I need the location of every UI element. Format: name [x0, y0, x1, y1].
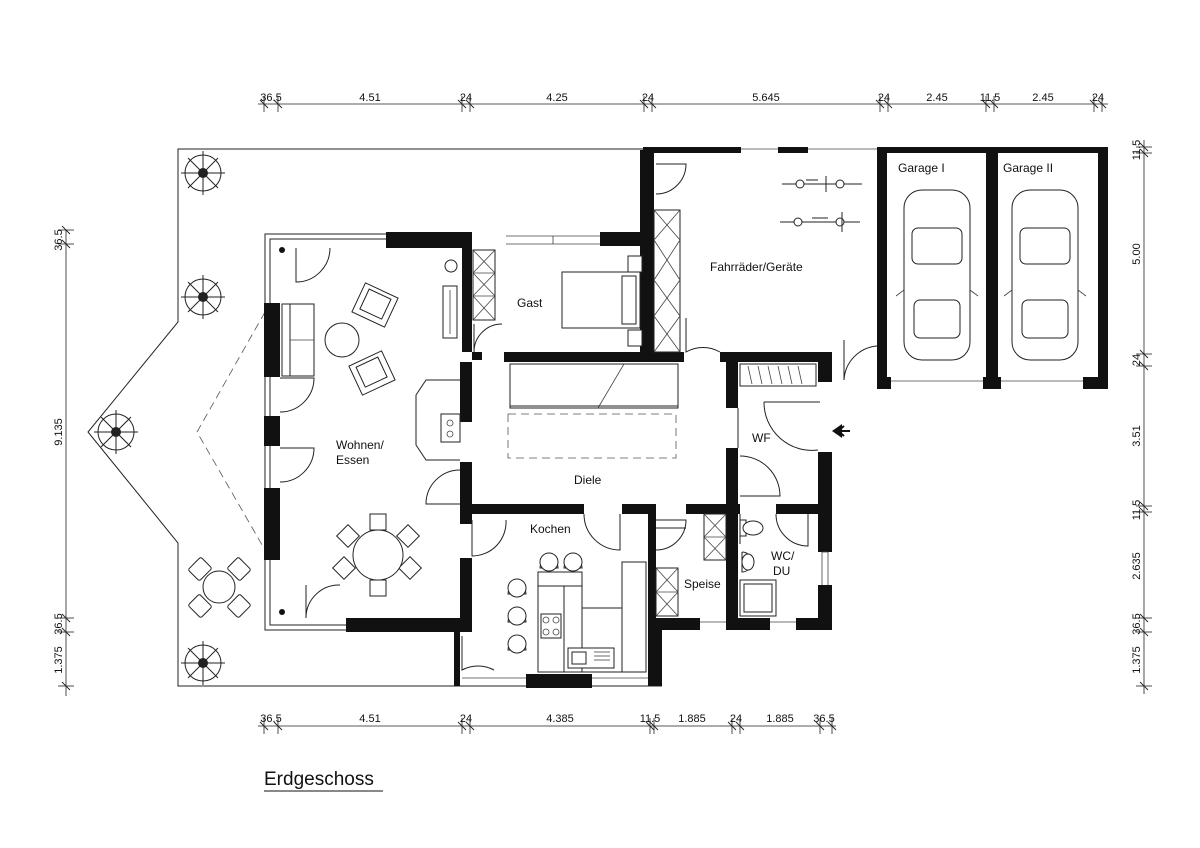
dimension-right: 11.5 5.00 24 3.51 11.5 2.635 36.5 1.375 [1131, 140, 1152, 694]
shelf-icon [442, 259, 458, 339]
dimension-top: 36.5 4.51 24 4.25 24 5.645 24 2.45 11.5 … [258, 92, 1108, 112]
sink-icon [741, 551, 755, 573]
dim-right-1: 5.00 [1131, 243, 1143, 264]
dim-right-6: 36.5 [1131, 613, 1143, 634]
dim-bottom-5: 1.885 [678, 713, 706, 725]
dim-top-2: 24 [460, 92, 472, 104]
dim-right-7: 1.375 [1131, 646, 1143, 674]
dim-bottom-6: 24 [730, 713, 742, 725]
toilet-icon [739, 519, 764, 537]
room-label-wohnen: Wohnen/ [336, 438, 384, 452]
armchair-icon [348, 282, 399, 396]
plant-icon [94, 410, 138, 454]
room-label-wc: WC/ [771, 549, 795, 563]
dim-top-9: 2.45 [1032, 92, 1053, 104]
dim-bottom-2: 24 [460, 713, 472, 725]
bicycle-icon [780, 212, 860, 232]
dim-bottom-1: 4.51 [359, 713, 380, 725]
dim-top-0: 36.5 [260, 92, 281, 104]
dim-left-1: 9.135 [53, 418, 65, 446]
dim-bottom-0: 36.5 [260, 713, 281, 725]
dim-top-6: 24 [878, 92, 890, 104]
room-label-diele: Diele [574, 473, 602, 487]
dim-right-5: 2.635 [1131, 552, 1143, 580]
dimension-bottom: 36.5 4.51 24 4.385 11.5 1.885 24 1.885 3… [258, 713, 837, 734]
sofa-icon [281, 303, 315, 377]
shelf-icon [653, 209, 681, 353]
terrace-outline [87, 148, 662, 687]
car-icon [1003, 189, 1087, 361]
walls [264, 147, 1108, 688]
shelf-icon [655, 567, 679, 617]
dim-top-8: 11.5 [980, 92, 1001, 104]
bar-stool-icon [507, 552, 583, 654]
dim-bottom-4: 11.5 [640, 713, 661, 725]
dim-bottom-3: 4.385 [546, 713, 574, 725]
dim-top-1: 4.51 [359, 92, 380, 104]
shelf-icon [703, 513, 727, 561]
dining-table-icon [331, 513, 423, 597]
dimension-left: 36.5 9.135 36.5 1.375 [53, 225, 74, 696]
doors [279, 163, 878, 671]
plan-title: Erdgeschoss [264, 769, 374, 790]
bed-icon [561, 255, 643, 347]
room-label-du: DU [773, 564, 790, 578]
room-label-garage-2: Garage II [1003, 161, 1053, 175]
dim-bottom-7: 1.885 [766, 713, 794, 725]
terrace-table-icon [188, 557, 251, 618]
entrance-arrow-head [832, 424, 842, 438]
dim-right-0: 11.5 [1131, 140, 1143, 161]
dim-left-0: 36.5 [53, 229, 65, 250]
wardrobe-icon [509, 363, 679, 409]
room-label-gast: Gast [517, 296, 543, 310]
dim-top-7: 2.45 [926, 92, 947, 104]
room-label-wf: WF [752, 431, 771, 445]
bicycle-icon [782, 176, 862, 192]
room-label-kochen: Kochen [530, 522, 571, 536]
coffee-table-icon [324, 322, 360, 358]
room-label-essen: Essen [336, 453, 369, 467]
kitchen-counter-icon [537, 561, 647, 673]
dim-top-10: 24 [1092, 92, 1104, 104]
dim-top-4: 24 [642, 92, 654, 104]
windows [462, 148, 1083, 679]
shower-icon [739, 579, 777, 617]
room-label-fahrraeder: Fahrräder/Geräte [710, 260, 803, 274]
dim-right-2: 24 [1131, 354, 1143, 366]
room-label-speise: Speise [684, 577, 721, 591]
wardrobe-icon [472, 249, 496, 321]
dim-right-4: 11.5 [1131, 500, 1143, 521]
plant-icon [181, 641, 225, 685]
wardrobe-icon [739, 363, 817, 387]
dim-bottom-8: 36.5 [813, 713, 834, 725]
room-label-garage-1: Garage I [898, 161, 945, 175]
plant-icon [181, 151, 225, 195]
plant-icon [181, 275, 225, 319]
dim-left-2: 36.5 [53, 613, 65, 634]
car-icon [895, 189, 979, 361]
dim-top-3: 4.25 [546, 92, 567, 104]
dim-top-5: 5.645 [752, 92, 780, 104]
dim-left-3: 1.375 [53, 646, 65, 674]
fireplace-icon [415, 379, 461, 461]
rug-outline [507, 413, 677, 459]
dim-right-3: 3.51 [1131, 425, 1143, 446]
